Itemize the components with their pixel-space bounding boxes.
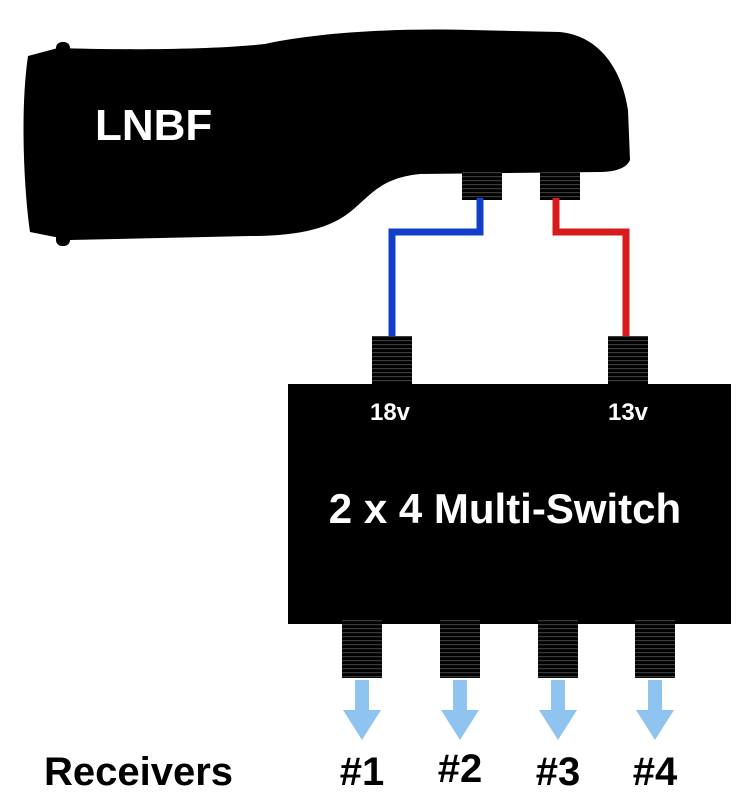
multi-switch-body [288, 384, 731, 624]
output-connector-3 [538, 620, 578, 678]
receivers-label: Receivers [44, 750, 233, 794]
receiver-4-label: #4 [633, 750, 678, 794]
input-label-18v: 18v [370, 399, 411, 426]
arrow-3 [539, 680, 577, 740]
input-label-13v: 13v [608, 399, 649, 426]
arrow-1 [343, 680, 381, 740]
input-connector-18v [372, 336, 412, 388]
lnbf-output-18v [462, 170, 502, 200]
input-connector-13v [608, 336, 648, 388]
arrow-4 [636, 680, 674, 740]
multi-switch-label: 2 x 4 Multi-Switch [329, 485, 681, 532]
output-connector-2 [440, 620, 480, 678]
receiver-3-label: #3 [536, 750, 581, 794]
receiver-1-label: #1 [340, 750, 385, 794]
cable-18v [388, 198, 484, 338]
output-connector-1 [342, 620, 382, 678]
lnbf-rim [56, 42, 70, 246]
output-connector-4 [635, 620, 675, 678]
receiver-2-label: #2 [438, 747, 483, 791]
lnbf-body [23, 29, 630, 240]
arrow-2 [441, 680, 479, 740]
lnbf-label: LNBF [95, 101, 212, 150]
multi-switch: 18v 13v 2 x 4 Multi-Switch [288, 336, 731, 678]
cable-13v [552, 198, 630, 338]
lnbf-output-13v [540, 170, 580, 200]
lnbf: LNBF [23, 29, 630, 246]
